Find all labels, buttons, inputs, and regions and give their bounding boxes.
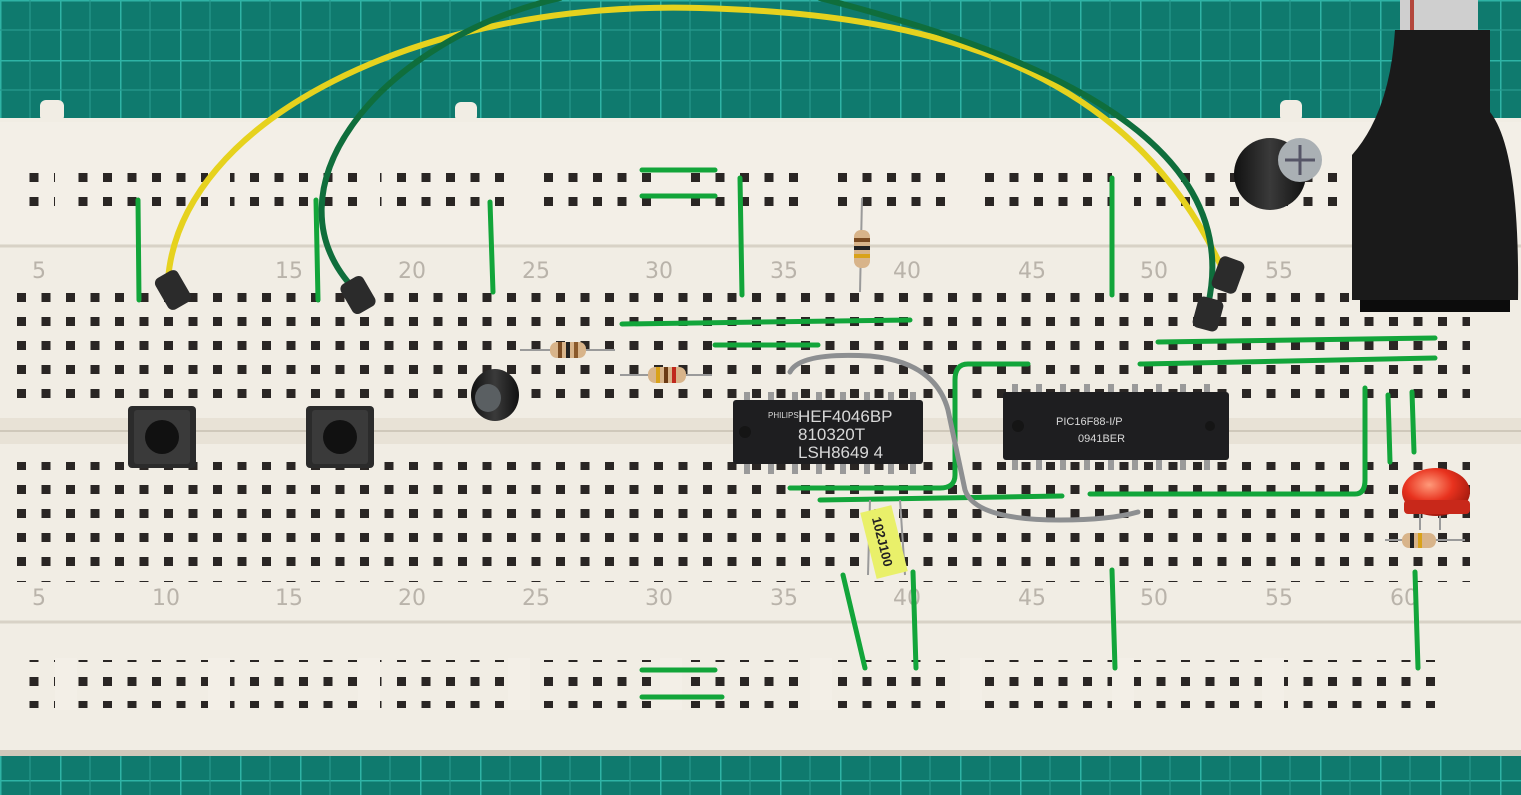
col-number: 10: [152, 586, 180, 611]
col-number: 55: [1265, 259, 1293, 284]
col-number: 15: [275, 586, 303, 611]
ic-hef4046bp: PHILIPS HEF4046BP 810320T LSH8649 4: [733, 392, 923, 474]
chip-brand: PHILIPS: [768, 411, 799, 420]
col-number: 50: [1140, 586, 1168, 611]
chip-marking-1: HEF4046BP: [798, 407, 893, 426]
top-column-numbers: 5 15 20 25 30 35 40 45 50 55: [32, 259, 1293, 284]
col-number: 30: [645, 259, 673, 284]
yellow-jumper-wire: [165, 4, 1228, 283]
col-number: 40: [893, 259, 921, 284]
wire-end-caps: [154, 256, 1245, 332]
programmer-connector: [1352, 0, 1519, 312]
col-number: 25: [522, 586, 550, 611]
col-number: 15: [275, 259, 303, 284]
resistors: [520, 197, 1465, 548]
red-led: [1402, 468, 1470, 530]
green-jumper-wires: [135, 167, 1438, 700]
col-number: 40: [893, 586, 921, 611]
col-number: 20: [398, 259, 426, 284]
ic-pic16f88: PIC16F88-I/P 0941BER: [1003, 384, 1229, 470]
chip-marking-1: PIC16F88-I/P: [1056, 416, 1123, 428]
col-number: 45: [1018, 586, 1046, 611]
chip-marking-2: 810320T: [798, 425, 865, 444]
push-button-right: [306, 406, 374, 468]
col-number: 55: [1265, 586, 1293, 611]
col-number: 50: [1140, 259, 1168, 284]
col-number: 35: [770, 259, 798, 284]
grey-wire: [787, 352, 1141, 523]
chip-marking-2: 0941BER: [1078, 433, 1125, 445]
col-number: 35: [770, 586, 798, 611]
bottom-rail-holes: [15, 660, 1435, 708]
col-number: 5: [32, 586, 46, 611]
col-number: 20: [398, 586, 426, 611]
col-number: 25: [522, 259, 550, 284]
col-number: 5: [32, 259, 46, 284]
bottom-column-numbers: 5 10 15 20 25 30 35 40 45 50 55 60: [32, 586, 1418, 611]
chip-marking-3: LSH8649 4: [798, 443, 883, 462]
col-number: 30: [645, 586, 673, 611]
film-capacitor: 102J100: [860, 499, 908, 579]
main-holes: [15, 292, 1470, 582]
dark-green-jumper-wire: [318, 0, 1216, 308]
push-button-left: [128, 406, 196, 468]
electrolytic-capacitor-top: [1234, 138, 1322, 210]
electrolytic-capacitor-small: [471, 369, 519, 421]
col-number: 45: [1018, 259, 1046, 284]
